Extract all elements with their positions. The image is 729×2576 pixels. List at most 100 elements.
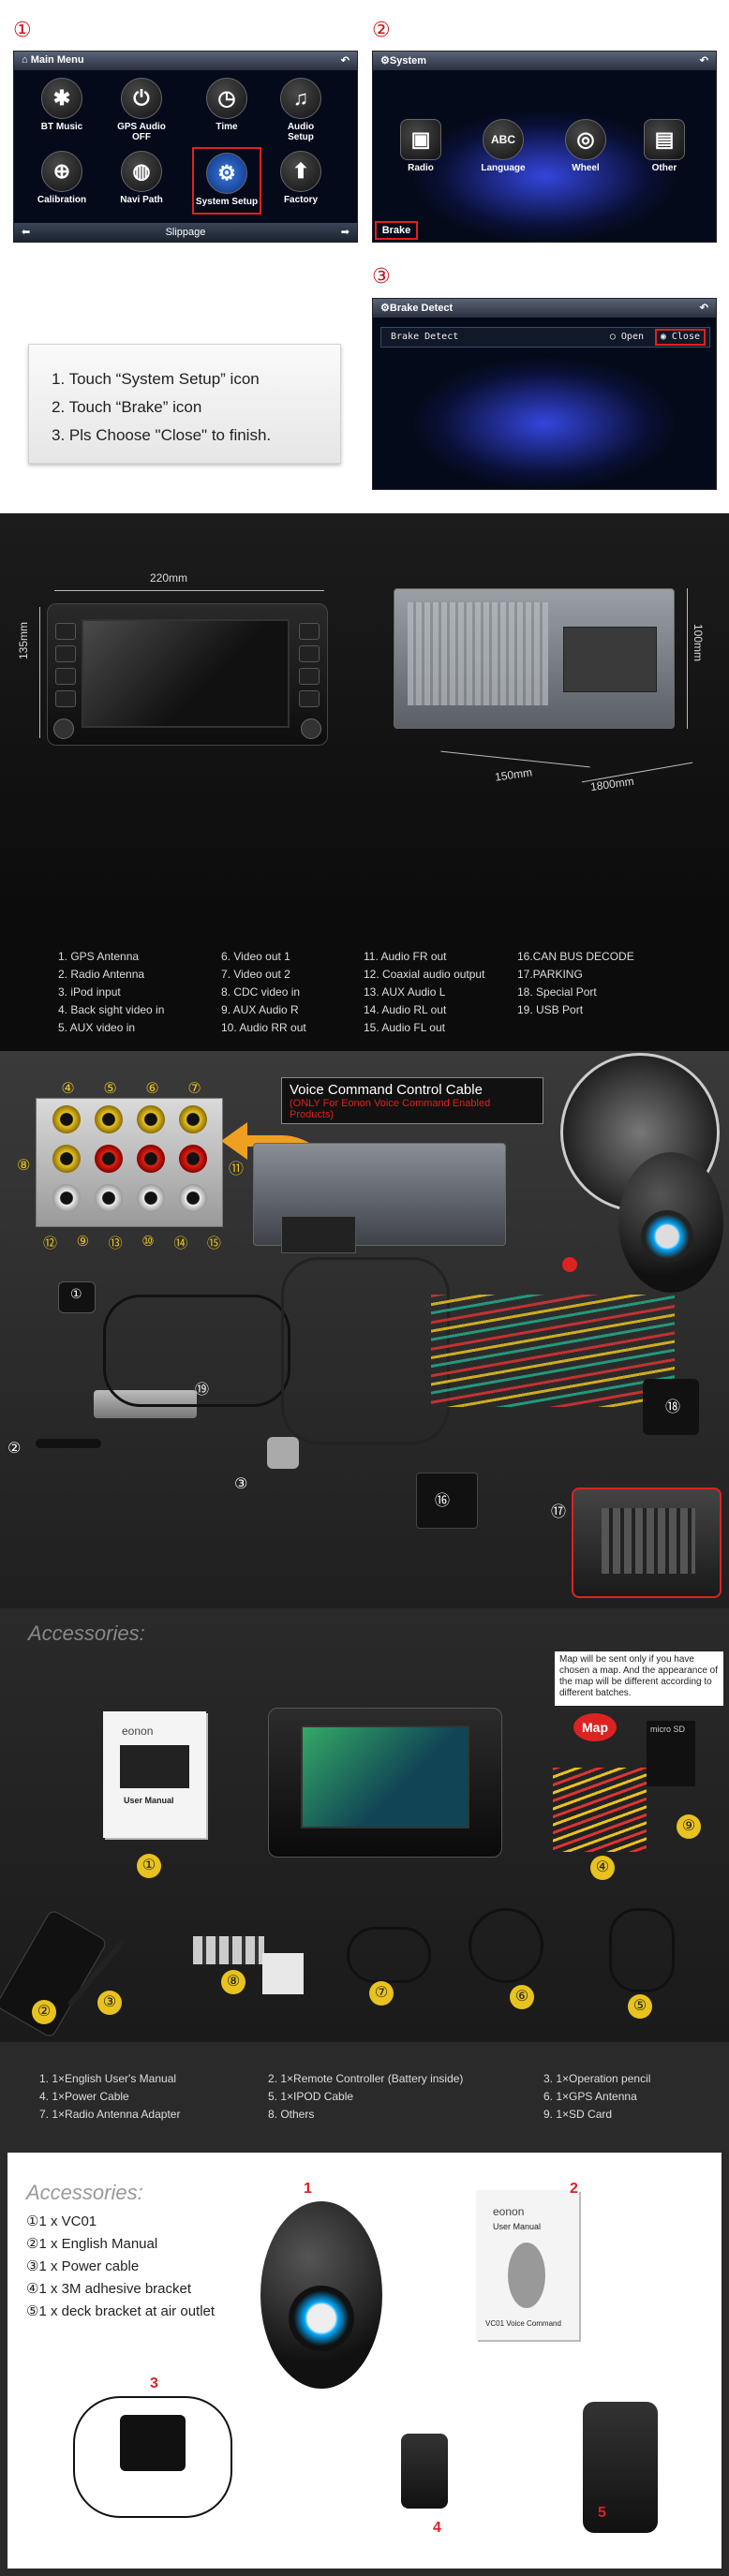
item-number: ④	[590, 1856, 615, 1880]
accessories-col-1: 1. 1×English User's Manual 4. 1×Power Ca…	[39, 2070, 180, 2124]
vc01-power-box	[120, 2415, 186, 2471]
radio-off-icon: ○	[609, 332, 616, 342]
port-item: 2. Radio Antenna	[58, 968, 145, 981]
vc01-manual-title: User Manual	[493, 2222, 542, 2231]
back-icon[interactable]: ↶	[340, 55, 350, 67]
photo-number-3: 3	[150, 2376, 158, 2391]
time-tile[interactable]: ◷Time	[200, 78, 254, 132]
item-number: ②	[32, 2000, 56, 2024]
port-item: 4. Back sight video in	[58, 1003, 165, 1016]
factory-tile[interactable]: ⬆Factory	[274, 151, 328, 205]
system-setup-tile[interactable]: ⚙System Setup	[192, 147, 261, 215]
rca-jack-yellow	[52, 1105, 81, 1133]
other-tile[interactable]: ▤Other	[637, 119, 692, 173]
voice-button	[641, 1210, 693, 1263]
sticker-pad	[262, 1953, 304, 1994]
home-icon[interactable]: ⌂	[22, 54, 28, 66]
audio-setup-tile[interactable]: ♫Audio Setup	[274, 78, 328, 142]
bluetooth-icon: ✱	[41, 78, 82, 119]
rca-jack-yellow	[136, 1105, 165, 1133]
rca-number: ④	[61, 1079, 75, 1097]
arrow-right-icon[interactable]: ➡	[340, 227, 350, 238]
rca-number-left: ⑧	[17, 1156, 31, 1174]
width-side-label: 1800mm	[589, 774, 635, 794]
tile-label: System Setup	[195, 197, 259, 207]
close-label: Close	[671, 332, 700, 342]
gps-audio-off-tile[interactable]: ⏻GPS Audio OFF	[114, 78, 169, 142]
rca-jack-yellow	[94, 1105, 123, 1133]
vc01-panel: Accessories: ①1 x VC01 ②1 x English Manu…	[7, 2153, 722, 2569]
tile-label: BT Music	[40, 122, 83, 132]
close-option[interactable]: ◉ Close	[654, 329, 706, 346]
connector-zoom-box	[572, 1488, 722, 1598]
port-item: 17.PARKING	[517, 968, 583, 981]
back-icon[interactable]: ↶	[699, 55, 708, 67]
dimensions-section: 220mm 135mm 100mm 150mm 1800mm	[0, 513, 729, 910]
tune-knob	[301, 718, 321, 739]
bt-music-tile[interactable]: ✱ BT Music	[35, 78, 89, 132]
system-titlebar: ⚙System ↶	[373, 52, 716, 70]
can-bus-number: ⑯	[435, 1491, 451, 1509]
arrow-left-icon[interactable]: ⬅	[22, 227, 31, 238]
port-item: 8. CDC video in	[221, 985, 301, 999]
radio-tile[interactable]: ▣ Radio	[394, 119, 448, 173]
tile-label: Calibration	[37, 195, 87, 205]
width-side-line	[581, 762, 693, 783]
vc01-items-list: ①1 x VC01 ②1 x English Manual ③1 x Power…	[26, 2211, 215, 2323]
back-icon[interactable]: ↶	[699, 303, 708, 314]
port-item: 18. Special Port	[517, 985, 597, 999]
navi-path-tile[interactable]: ◍Navi Path	[114, 151, 169, 205]
wheel-tile[interactable]: ◎Wheel	[558, 119, 613, 173]
gear-small-icon: ⚙	[380, 55, 390, 67]
vc01-manual-sub: VC01 Voice Command	[485, 2319, 561, 2328]
arrow-up-icon: ⬆	[280, 151, 321, 192]
volume-knob	[53, 718, 74, 739]
port-item: 15. Audio FL out	[364, 1021, 445, 1034]
tile-label: Radio	[408, 163, 434, 173]
step-number-2: ②	[372, 19, 391, 42]
rca-number: ⑬	[108, 1235, 123, 1251]
item-number: ⑥	[510, 1985, 534, 2009]
rca-number: ⑤	[103, 1079, 117, 1097]
brake-detect-row: Brake Detect ○ Open ◉ Close	[380, 327, 710, 348]
item-number: ①	[137, 1854, 161, 1878]
port-item: 7. Video out 2	[221, 968, 290, 981]
screws	[193, 1936, 264, 1964]
rca-jack-white	[136, 1184, 165, 1212]
rca-jack-white	[94, 1184, 123, 1212]
wiring-section: ④ ⑤ ⑥ ⑦ ⑧ ⑪ ⑫ ⑨ ⑬ ⑩ ⑭ ⑮ Voice Command Co…	[0, 1051, 729, 1608]
open-label: Open	[620, 332, 644, 342]
open-option[interactable]: ○ Open	[610, 328, 644, 347]
brake-button[interactable]: Brake	[375, 221, 418, 240]
calibration-tile[interactable]: ⊕Calibration	[35, 151, 89, 205]
vc01-manual-photo	[508, 2243, 545, 2308]
radio-adapter	[347, 1927, 431, 1983]
accessories-col-2: 2. 1×Remote Controller (Battery inside) …	[268, 2070, 463, 2124]
height-side-line	[687, 588, 688, 729]
accessory-item: 6. 1×GPS Antenna	[543, 2090, 637, 2103]
photo-number-1: 1	[304, 2181, 312, 2197]
port-item: 9. AUX Audio R	[221, 1003, 299, 1016]
head-unit-display	[82, 619, 290, 728]
vc01-item: ①1 x VC01	[26, 2213, 97, 2229]
instruction-1: 1. Touch “System Setup” icon	[52, 370, 260, 388]
step-number-1: ①	[13, 19, 32, 42]
radio-icon: ▣	[400, 119, 441, 160]
photo-number-4: 4	[433, 2520, 441, 2536]
vc01-power-cable	[73, 2396, 232, 2518]
steering-wheel-icon: ◎	[565, 119, 606, 160]
accessory-item: 1. 1×English User's Manual	[39, 2072, 177, 2085]
item-number: ⑧	[221, 1970, 245, 1994]
screen-glow	[413, 111, 676, 242]
accessory-item: 2. 1×Remote Controller (Battery inside)	[268, 2072, 464, 2085]
accessory-head-unit	[268, 1708, 502, 1858]
rca-bottom-numbers: ⑫ ⑨ ⑬ ⑩ ⑭ ⑮	[43, 1233, 221, 1252]
power-cable	[553, 1768, 647, 1852]
main-menu-title: Main Menu	[30, 54, 84, 66]
item-number: ⑨	[677, 1814, 701, 1839]
height-front-label: 135mm	[17, 621, 30, 659]
manual-brand: eonon	[122, 1725, 154, 1738]
rca-jack-yellow	[52, 1145, 81, 1173]
vc01-item: ⑤1 x deck bracket at air outlet	[26, 2303, 216, 2319]
